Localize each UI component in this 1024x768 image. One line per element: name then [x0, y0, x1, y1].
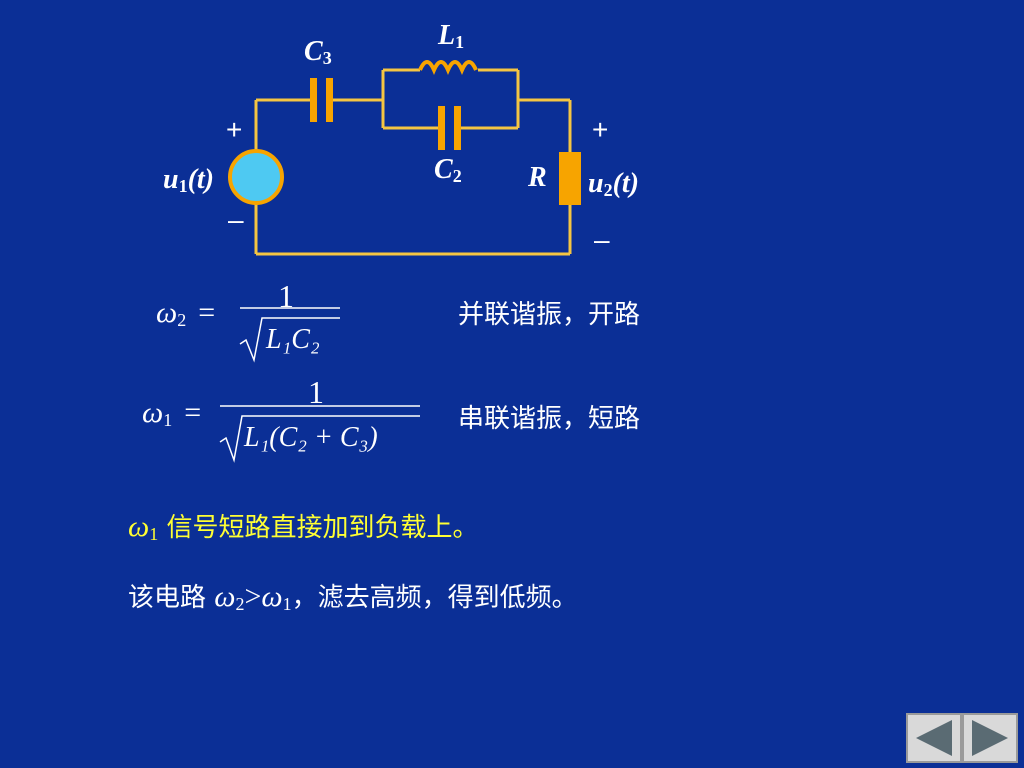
capacitor-c2: [438, 106, 461, 150]
formula-omega2-radical: [239, 307, 340, 363]
voltage-source: [228, 149, 284, 205]
minus-left: –: [228, 204, 244, 235]
capacitor-c3: [310, 78, 333, 122]
next-slide-button[interactable]: [962, 713, 1018, 763]
label-r: R: [528, 162, 547, 193]
resistor-r: [559, 152, 581, 205]
label-c3: C3: [304, 36, 332, 68]
label-c2: C2: [434, 154, 462, 186]
label-u2: u2(t): [588, 168, 640, 200]
formula-omega2-numerator: 1: [278, 278, 294, 314]
formula-omega1-numerator: 1: [308, 374, 324, 410]
label-l1: L1: [438, 20, 465, 52]
inductor-l1: [418, 60, 478, 75]
formula-omega1-denominator: L₁(C₂ + C₃): [244, 422, 378, 453]
triangle-right-icon: [972, 720, 1008, 756]
formula-omega2-lhs: ω2 =: [156, 296, 216, 331]
formula-omega1-lhs: ω1 =: [142, 396, 202, 431]
label-u1: u1(t): [163, 164, 215, 196]
plus-left: +: [226, 114, 243, 145]
formula-omega2-denominator: L₁C₂: [266, 324, 320, 355]
circuit-wires: [254, 68, 572, 256]
prev-slide-button[interactable]: [906, 713, 962, 763]
formula-omega1-radical: [219, 405, 420, 463]
note-line-1: ω1 信号短路直接加到负载上。: [128, 510, 479, 544]
note-line-2: 该电路 ω2>ω1，滤去高频，得到低频。: [128, 580, 578, 614]
plus-right: +: [592, 114, 609, 145]
triangle-left-icon: [916, 720, 952, 756]
text-parallel-resonance: 并联谐振，开路: [458, 300, 641, 330]
minus-right: –: [594, 224, 610, 255]
text-series-resonance: 串联谐振，短路: [458, 404, 641, 434]
